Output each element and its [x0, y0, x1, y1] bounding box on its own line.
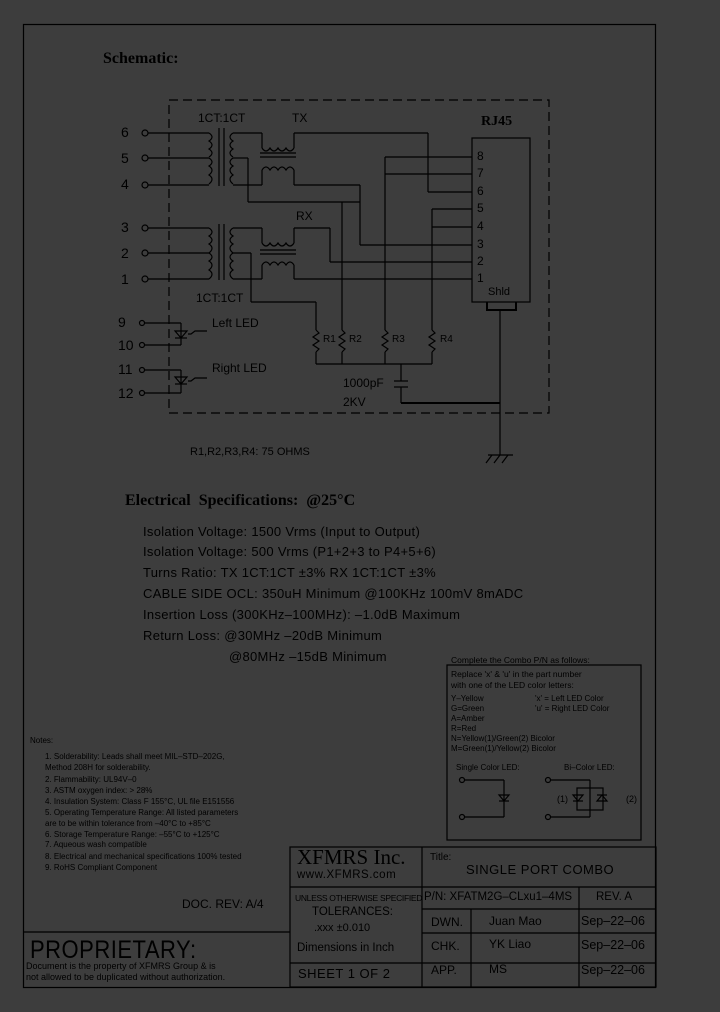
- rx-ratio-label: 1CT:1CT: [196, 291, 244, 305]
- dwn-role: DWN.: [431, 915, 463, 929]
- pin-label-3: 3: [121, 219, 129, 235]
- rj45-pin-1: 1: [477, 271, 484, 285]
- color-yellow: Y–Yellow: [451, 694, 484, 703]
- tx-ratio-label: 1CT:1CT: [198, 111, 246, 125]
- bicolor-2-label: (2): [626, 794, 637, 804]
- left-led-label: Left LED: [212, 316, 259, 330]
- rx-label: RX: [296, 209, 313, 223]
- company-name: XFMRS Inc.: [297, 845, 406, 869]
- chk-role: CHK.: [431, 939, 460, 953]
- rj45-pin-4: 4: [477, 219, 484, 233]
- note-item: 5. Operating Temperature Range: All list…: [45, 808, 239, 817]
- pin-label-4: 4: [121, 176, 129, 192]
- note-item: are to be within tolerance from –40°C to…: [45, 819, 211, 828]
- chk-name: YK Liao: [489, 937, 532, 951]
- notes-heading: Notes:: [30, 736, 54, 745]
- shield-label: Shld: [488, 286, 511, 298]
- app-name: MS: [489, 962, 507, 976]
- resistor-r2-label: R2: [349, 334, 362, 345]
- unless-specified: UNLESS OTHERWISE SPECIFIED: [295, 893, 423, 903]
- spec-return-loss-80: @80MHz –15dB Minimum: [229, 649, 387, 664]
- connector-label: RJ45: [481, 114, 513, 129]
- color-bicolor-n: N=Yellow(1)/Green(2) Bicolor: [451, 734, 555, 743]
- combo-intro-2: with one of the LED color letters:: [451, 680, 574, 690]
- pin-label-10: 10: [118, 337, 134, 353]
- spec-isolation-2: Isolation Voltage: 500 Vrms (P1+2+3 to P…: [143, 544, 437, 559]
- combo-heading: Complete the Combo P/N as follows:: [451, 655, 590, 665]
- chk-date: Sep–22–06: [581, 938, 645, 952]
- spec-ocl: CABLE SIDE OCL: 350uH Minimum @100KHz 10…: [143, 586, 524, 601]
- spec-isolation-1: Isolation Voltage: 1500 Vrms (Input to O…: [143, 524, 421, 539]
- rj45-pin-2: 2: [477, 254, 484, 268]
- revision: REV. A: [596, 891, 633, 903]
- doc-rev: DOC. REV: A/4: [182, 897, 264, 911]
- single-led-label: Single Color LED:: [456, 763, 520, 772]
- sheet-number: SHEET 1 OF 2: [298, 966, 391, 981]
- spec-return-loss-30: Return Loss: @30MHz –20dB Minimum: [143, 628, 383, 643]
- color-green: G=Green: [451, 704, 485, 713]
- app-role: APP.: [431, 963, 457, 977]
- title-label: Title:: [430, 852, 452, 863]
- dimensions-unit: Dimensions in Inch: [297, 942, 395, 954]
- pin-label-5: 5: [121, 150, 129, 166]
- color-amber: A=Amber: [451, 714, 485, 723]
- note-item: 6. Storage Temperature Range: –55°C to +…: [45, 830, 220, 839]
- rj45-pin-6: 6: [477, 184, 484, 198]
- schematic-heading: Schematic:: [103, 50, 179, 67]
- rj45-pin-5: 5: [477, 201, 484, 215]
- pin-label-11: 11: [118, 361, 133, 377]
- tolerances-label: TOLERANCES:: [312, 906, 393, 918]
- note-item: 9. RoHS Compliant Component: [45, 863, 158, 872]
- u-meaning: 'u' = Right LED Color: [535, 704, 610, 713]
- resistor-r4-label: R4: [440, 334, 453, 345]
- note-item: 1. Solderability: Leads shall meet MIL–S…: [45, 752, 225, 761]
- color-bicolor-m: M=Green(1)/Yellow(2) Bicolor: [451, 744, 556, 753]
- capacitor-value: 1000pF: [343, 376, 384, 390]
- note-item: 8. Electrical and mechanical specificati…: [45, 852, 242, 861]
- note-item: 3. ASTM oxygen index: > 28%: [45, 786, 153, 795]
- electrical-heading: Electrical Specifications: @25°C: [125, 492, 356, 509]
- bicolor-1-label: (1): [557, 794, 568, 804]
- rj45-pin-7: 7: [477, 166, 484, 180]
- dwn-date: Sep–22–06: [581, 914, 645, 928]
- pin-label-6: 6: [121, 124, 129, 140]
- pin-label-1: 1: [121, 271, 129, 287]
- note-item: 7. Aqueous wash compatible: [45, 840, 147, 849]
- pin-label-12: 12: [118, 385, 134, 401]
- tx-label: TX: [292, 111, 308, 125]
- bicolor-led-label: Bi–Color LED:: [564, 763, 615, 772]
- dwn-name: Juan Mao: [489, 914, 542, 928]
- combo-intro-1: Replace 'x' & 'u' in the part number: [451, 669, 582, 679]
- spec-insertion-loss: Insertion Loss (300KHz–100MHz): –1.0dB M…: [143, 607, 461, 622]
- proprietary-line-1: Document is the property of XFMRS Group …: [26, 961, 216, 971]
- resistor-r3-label: R3: [392, 334, 405, 345]
- note-item: 2. Flammability: UL94V–0: [45, 775, 137, 784]
- resistor-r1-label: R1: [323, 334, 336, 345]
- tolerance-value: .xxx ±0.010: [314, 922, 371, 934]
- pin-label-2: 2: [121, 245, 129, 261]
- rj45-pin-3: 3: [477, 237, 484, 251]
- part-number: P/N: XFATM2G–CLxu1–4MS: [424, 891, 573, 903]
- note-item: 4. Insulation System: Class F 155°C, UL …: [45, 797, 235, 806]
- capacitor-voltage: 2KV: [343, 395, 366, 409]
- proprietary-title: PROPRIETARY:: [30, 935, 197, 964]
- resistor-note: R1,R2,R3,R4: 75 OHMS: [190, 446, 310, 458]
- color-red: R=Red: [451, 724, 477, 733]
- drawing-title: SINGLE PORT COMBO: [466, 862, 615, 877]
- company-website: www.XFMRS.com: [297, 869, 397, 881]
- note-item: Method 208H for solderability.: [45, 763, 151, 772]
- rj45-pin-8: 8: [477, 149, 484, 163]
- app-date: Sep–22–06: [581, 963, 645, 977]
- x-meaning: 'x' = Left LED Color: [535, 694, 604, 703]
- right-led-label: Right LED: [212, 361, 267, 375]
- proprietary-line-2: not allowed to be duplicated without aut…: [26, 972, 226, 982]
- spec-turns-ratio: Turns Ratio: TX 1CT:1CT ±3% RX 1CT:1CT ±…: [143, 565, 436, 580]
- pin-label-9: 9: [118, 314, 126, 330]
